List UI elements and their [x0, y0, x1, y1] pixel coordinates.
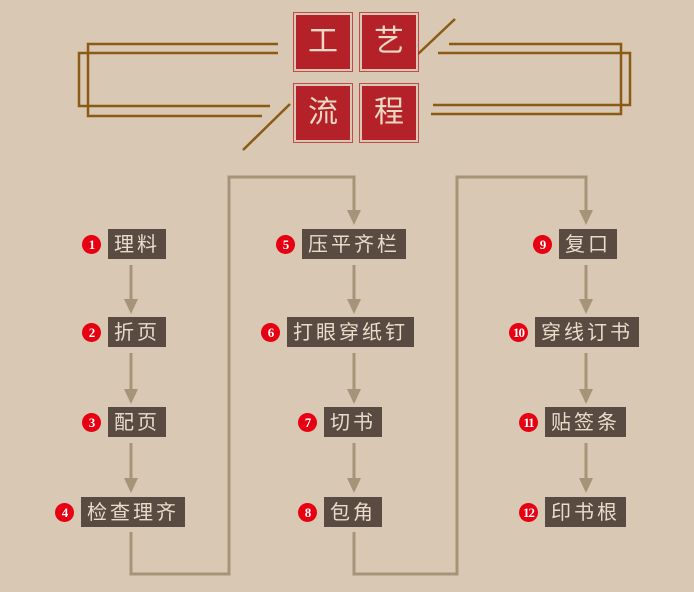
title-seal-1: 工 [296, 15, 350, 69]
step-4: 4 检查理齐 [55, 497, 185, 527]
title-diagonal-right [417, 18, 456, 55]
step-2: 2 折页 [82, 317, 166, 347]
step-number-badge: 7 [298, 412, 317, 432]
step-5: 5 压平齐栏 [276, 229, 406, 259]
step-10: 10 穿线订书 [509, 317, 639, 347]
arrow-heads [124, 210, 593, 493]
step-label: 包角 [324, 497, 382, 527]
step-number-badge: 6 [261, 322, 280, 342]
title-seal-3: 流 [296, 86, 350, 140]
title-frame-right [431, 42, 632, 116]
step-7: 7 切书 [298, 407, 382, 437]
step-label: 理料 [108, 229, 166, 259]
title-seal-4: 程 [362, 86, 416, 140]
step-number-badge: 12 [519, 502, 538, 522]
step-label: 切书 [324, 407, 382, 437]
step-number-badge: 5 [276, 234, 295, 254]
step-label: 贴签条 [545, 407, 626, 437]
step-label: 穿线订书 [535, 317, 639, 347]
title-seal-2: 艺 [362, 15, 416, 69]
step-number-badge: 9 [533, 234, 552, 254]
step-11: 11 贴签条 [519, 407, 626, 437]
step-12: 12 印书根 [519, 497, 626, 527]
step-1: 1 理料 [82, 229, 166, 259]
step-number-badge: 3 [82, 412, 101, 432]
step-label: 印书根 [545, 497, 626, 527]
step-label: 配页 [108, 407, 166, 437]
flow-connectors [129, 175, 588, 576]
title-diagonal-left [242, 103, 291, 151]
step-label: 打眼穿纸钉 [287, 317, 414, 347]
step-number-badge: 8 [298, 502, 317, 522]
step-9: 9 复口 [533, 229, 617, 259]
step-6: 6 打眼穿纸钉 [261, 317, 414, 347]
step-number-badge: 4 [55, 502, 74, 522]
step-number-badge: 2 [82, 322, 101, 342]
step-8: 8 包角 [298, 497, 382, 527]
step-number-badge: 11 [519, 412, 538, 432]
step-label: 折页 [108, 317, 166, 347]
step-3: 3 配页 [82, 407, 166, 437]
title-frame-left [77, 42, 278, 118]
step-number-badge: 1 [82, 234, 101, 254]
step-label: 复口 [559, 229, 617, 259]
step-label: 压平齐栏 [302, 229, 406, 259]
step-number-badge: 10 [509, 322, 528, 342]
step-label: 检查理齐 [81, 497, 185, 527]
